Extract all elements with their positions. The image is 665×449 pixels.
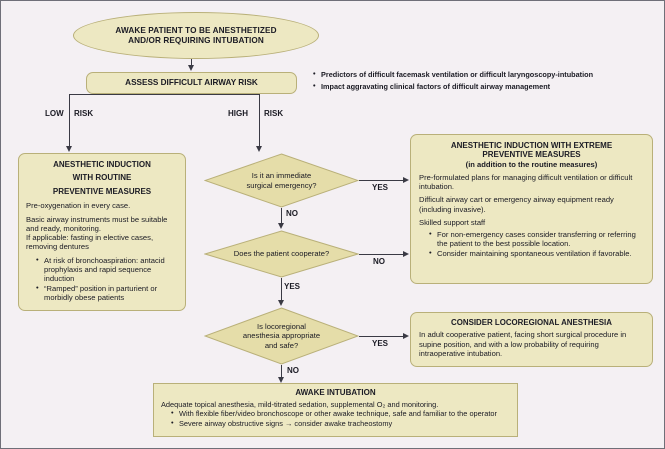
- routine-title-line2: WITH ROUTINE: [72, 173, 132, 183]
- branch-label-d2-yes: YES: [284, 282, 301, 291]
- branch-label-d3-no: NO: [287, 366, 299, 375]
- arrowhead-d2-no: [403, 251, 409, 257]
- connector-d1-yes: [359, 180, 404, 181]
- assess-notes-list: Predictors of difficult facemask ventila…: [303, 69, 664, 94]
- arrowhead-d3-no: [278, 377, 284, 383]
- assess-difficult-airway-risk-box: ASSESS DIFFICULT AIRWAY RISK: [86, 72, 297, 94]
- connector-low-risk-vertical: [69, 94, 70, 146]
- connector-d1-no: [281, 208, 282, 223]
- routine-bullets: At risk of bronchoaspiration: antacid pr…: [26, 255, 178, 303]
- extreme-subtitle: (in addition to the routine measures): [465, 159, 598, 169]
- extreme-paragraph-3: Skilled support staff: [419, 217, 486, 227]
- awake-paragraph-1: Adequate topical anesthesia, mild-titrat…: [161, 400, 439, 410]
- routine-bullet-item: At risk of bronchoaspiration: antacid pr…: [36, 255, 178, 283]
- arrowhead-d2-yes: [278, 300, 284, 306]
- start-node-awake-patient: AWAKE PATIENT TO BE ANESTHETIZED AND/OR …: [73, 12, 319, 59]
- loco-title: CONSIDER LOCOREGIONAL ANESTHESIA: [451, 318, 612, 327]
- arrowhead-low-risk: [66, 146, 72, 152]
- routine-paragraph-1: Pre-oxygenation in every case.: [26, 201, 131, 211]
- assess-note-item: Predictors of difficult facemask ventila…: [313, 69, 664, 79]
- routine-title-line1: ANESTHETIC INDUCTION: [53, 160, 151, 169]
- loco-paragraph-1: In adult cooperative patient, facing sho…: [419, 330, 627, 358]
- arrowhead-d1-yes: [403, 177, 409, 183]
- extreme-bullet-item: For non-emergency cases consider transfe…: [429, 229, 644, 248]
- arrowhead-d1-no: [278, 223, 284, 229]
- arrowhead-high-risk: [256, 146, 262, 152]
- routine-title-line3: PREVENTIVE MEASURES: [52, 186, 152, 196]
- diamond-shape-icon: [204, 230, 359, 278]
- awake-bullet-item: With flexible fiber/video bronchoscope o…: [171, 409, 510, 419]
- routine-bullet-item: “Ramped” position in parturient or morbi…: [36, 283, 178, 302]
- diamond-shape-icon: [204, 307, 359, 365]
- awake-title: AWAKE INTUBATION: [295, 388, 376, 397]
- routine-paragraph-2: Basic airway instruments must be suitabl…: [26, 214, 168, 233]
- routine-paragraph-3: If applicable: fasting in elective cases…: [26, 233, 154, 252]
- assess-note-item: Impact aggravating clinical factors of d…: [313, 81, 664, 91]
- awake-bullets: With flexible fiber/video bronchoscope o…: [161, 409, 510, 429]
- assess-label: ASSESS DIFFICULT AIRWAY RISK: [125, 78, 258, 88]
- extreme-bullets: For non-emergency cases consider transfe…: [419, 229, 644, 258]
- branch-label-d1-no: NO: [286, 209, 298, 218]
- extreme-bullet-item: Consider maintaining spontaneous ventila…: [429, 248, 644, 258]
- branch-label-low: LOW: [45, 109, 64, 118]
- branch-label-high-risk: RISK: [264, 109, 284, 118]
- branch-label-d2-no: NO: [373, 257, 385, 266]
- branch-label-d3-yes: YES: [372, 339, 389, 348]
- decision-locoregional-anesthesia: Is locoregional anesthesia appropriate a…: [204, 307, 359, 365]
- start-node-line2: AND/OR REQUIRING INTUBATION: [128, 35, 264, 45]
- branch-label-low-risk: RISK: [74, 109, 94, 118]
- start-node-line1: AWAKE PATIENT TO BE ANESTHETIZED: [115, 25, 277, 35]
- connector-d3-no: [281, 365, 282, 377]
- awake-intubation-box: AWAKE INTUBATION Adequate topical anesth…: [153, 383, 518, 437]
- decision-immediate-surgical-emergency: Is it an immediate surgical emergency?: [204, 153, 359, 208]
- anesthetic-induction-extreme-box: ANESTHETIC INDUCTION WITH EXTREME PREVEN…: [410, 134, 653, 284]
- decision-patient-cooperate: Does the patient cooperate?: [204, 230, 359, 278]
- branch-label-d1-yes: YES: [372, 183, 389, 192]
- extreme-paragraph-1: Pre-formulated plans for managing diffic…: [419, 172, 633, 192]
- extreme-title-line2: PREVENTIVE MEASURES: [482, 150, 581, 160]
- branch-label-high: HIGH: [228, 109, 248, 118]
- diamond-shape-icon: [204, 153, 359, 208]
- arrowhead-start-to-assess: [188, 65, 194, 71]
- arrowhead-d3-yes: [403, 333, 409, 339]
- awake-bullet-item: Severe airway obstructive signs → consid…: [171, 419, 510, 429]
- anesthetic-induction-routine-box: ANESTHETIC INDUCTION WITH ROUTINE PREVEN…: [18, 153, 186, 311]
- connector-high-risk-vertical: [259, 94, 260, 146]
- consider-locoregional-anesthesia-box: CONSIDER LOCOREGIONAL ANESTHESIA In adul…: [410, 312, 653, 367]
- connector-d2-yes: [281, 278, 282, 300]
- extreme-title-line1: ANESTHETIC INDUCTION WITH EXTREME: [450, 141, 613, 150]
- connector-assess-split-bar: [69, 94, 259, 95]
- connector-d3-yes: [359, 336, 404, 337]
- extreme-paragraph-2: Difficult airway cart or emergency airwa…: [419, 195, 614, 214]
- connector-start-to-assess: [191, 59, 192, 66]
- connector-d2-no: [359, 254, 404, 255]
